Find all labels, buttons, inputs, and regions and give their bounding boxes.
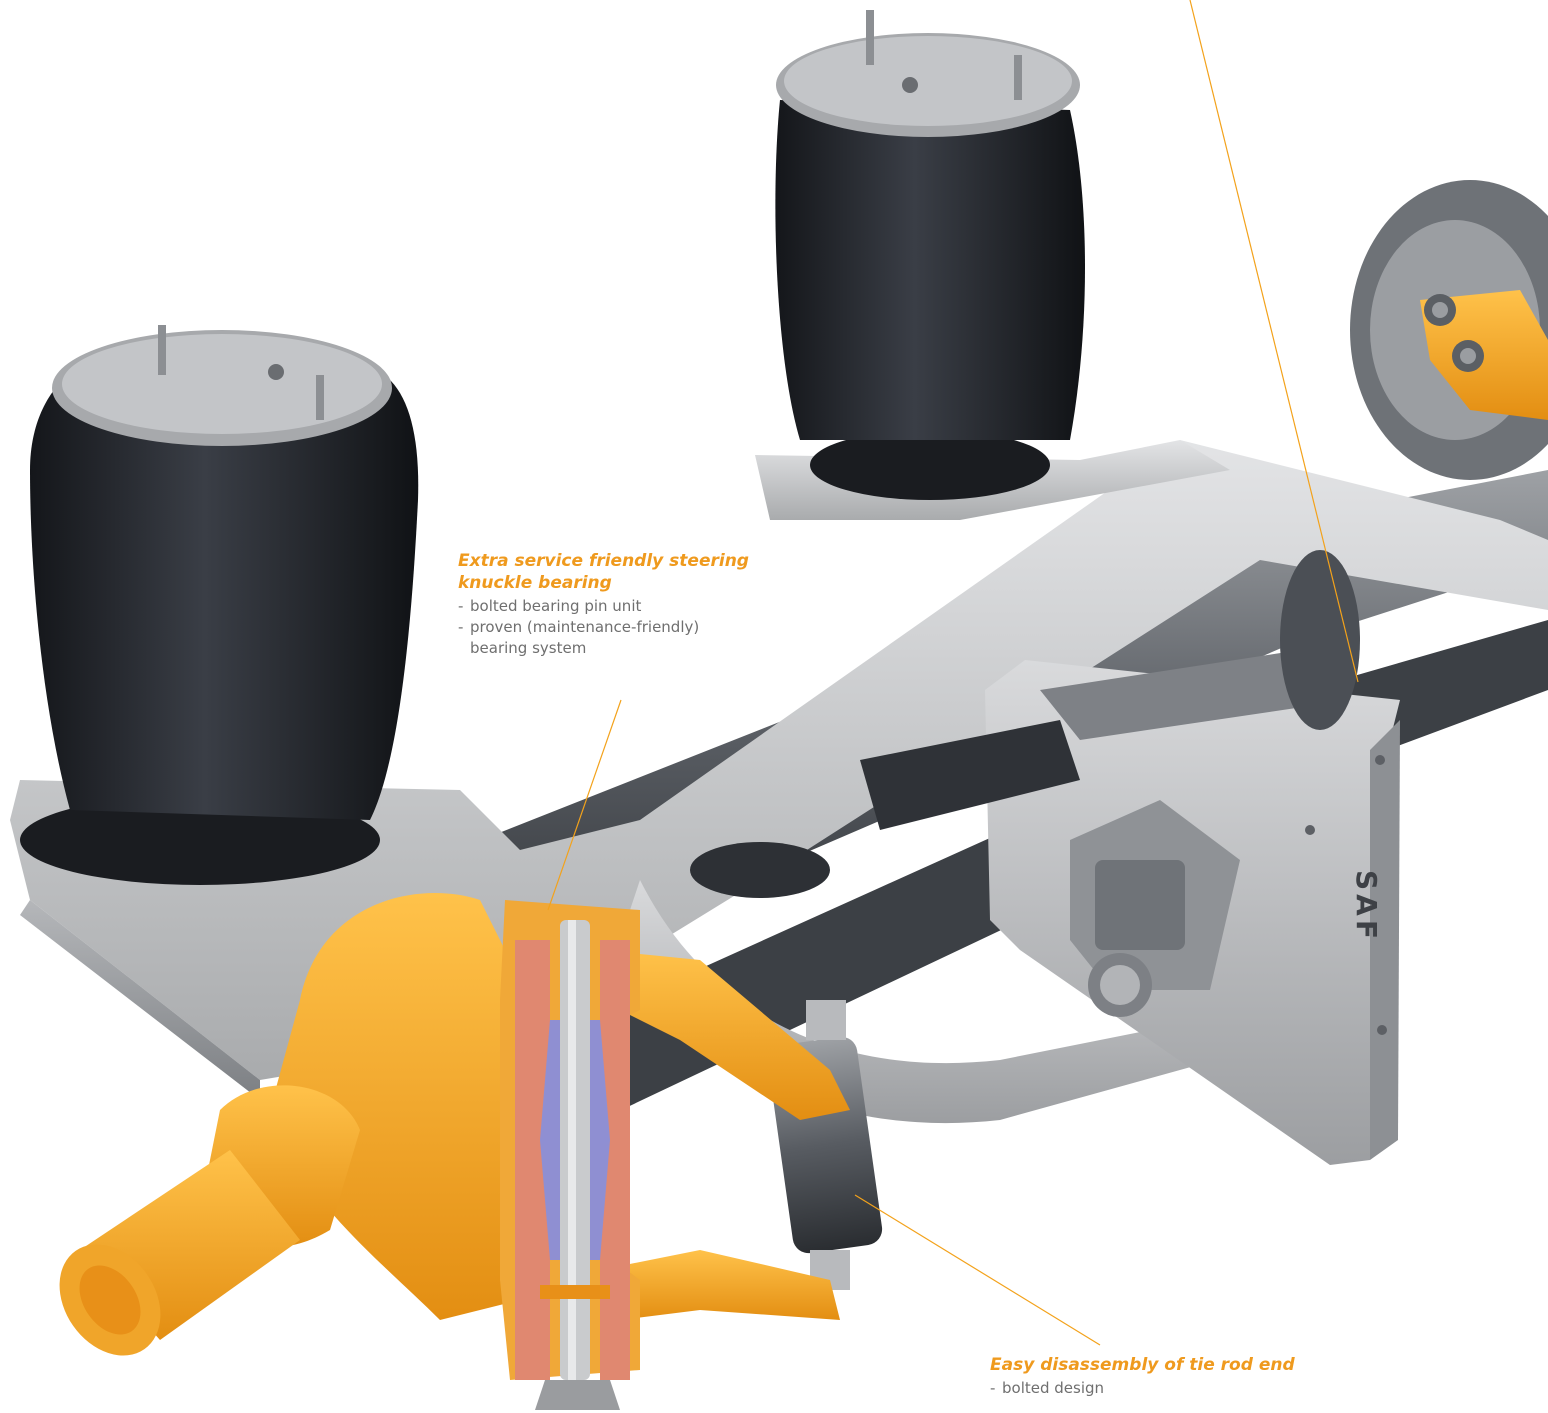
air-spring-right <box>775 10 1085 500</box>
leader-lines <box>547 0 1359 1346</box>
bullet-item: -bolted bearing pin unit <box>458 597 642 615</box>
leader-line-knuckle <box>547 699 622 911</box>
bullet-item: -bolted design <box>990 1379 1105 1397</box>
callout-title: Extra service friendly steering knuckle … <box>458 550 798 594</box>
callout-title: Easy disassembly of tie rod end <box>990 1354 1510 1376</box>
bullet-text: proven (maintenance-friendly) <box>470 618 700 636</box>
bullet-text: bolted design <box>1002 1379 1105 1397</box>
title-line-1: Easy disassembly of tie rod end <box>990 1355 1295 1375</box>
title-line-1: Extra service friendly steering <box>458 551 749 571</box>
leader-line-tierod <box>854 1194 1101 1346</box>
leader-line-top <box>1189 0 1359 683</box>
callout-tie-rod-end: Easy disassembly of tie rod end -bolted … <box>990 1354 1510 1399</box>
rear-hub <box>1350 180 1548 480</box>
callout-bullets: -bolted bearing pin unit -proven (mainte… <box>458 596 798 659</box>
bullet-item: -proven (maintenance-friendly) <box>458 618 700 636</box>
title-line-2: knuckle bearing <box>458 573 612 593</box>
saf-logo: SAF <box>1350 870 1383 943</box>
callout-bullets: -bolted design <box>990 1378 1510 1399</box>
air-spring-left <box>20 325 419 885</box>
axle-bracket <box>985 550 1400 1165</box>
bullet-text: bolted bearing pin unit <box>470 597 642 615</box>
bullet-continuation: bearing system <box>458 638 798 659</box>
callout-knuckle-bearing: Extra service friendly steering knuckle … <box>458 550 798 659</box>
steering-knuckle <box>59 893 850 1410</box>
bullet-text: bearing system <box>470 639 587 657</box>
